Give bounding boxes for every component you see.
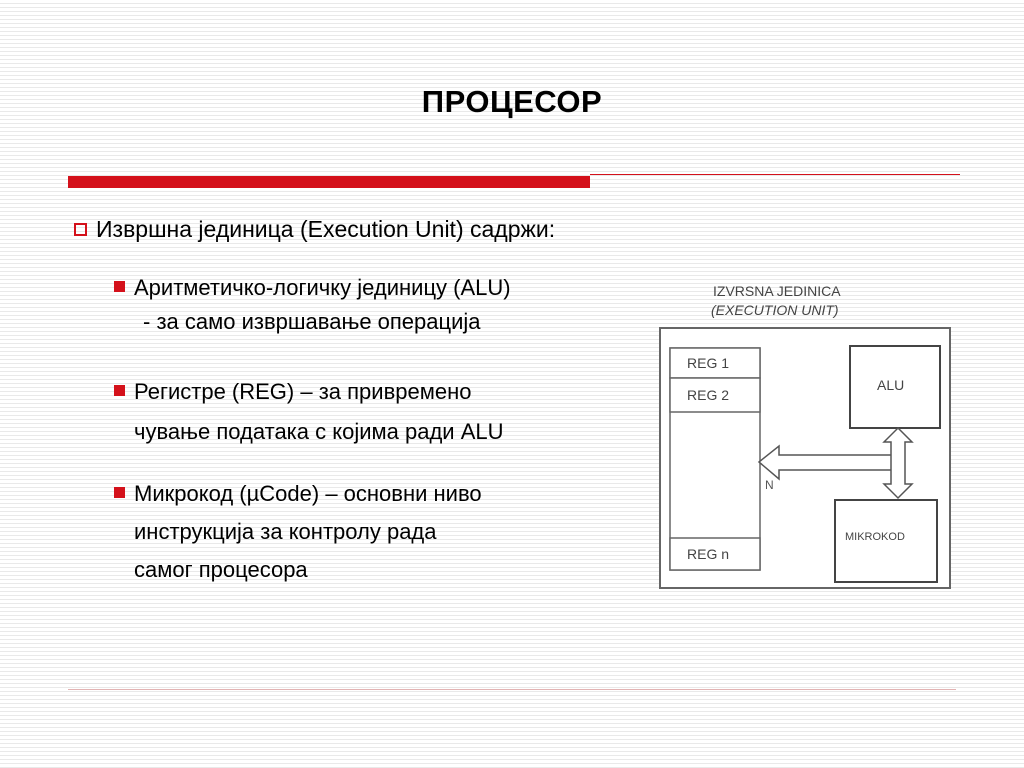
regn-label: REG n bbox=[687, 546, 729, 562]
hollow-square-bullet-icon bbox=[74, 223, 87, 236]
diagram-heading-line-2: (EXECUTION UNIT) bbox=[711, 302, 839, 318]
bullet-reg: Регистре (REG) – за привремено чување по… bbox=[114, 372, 504, 452]
microcode-label: MIKROKOD bbox=[845, 531, 905, 543]
bullet-reg-line-1: Регистре (REG) – за привремено bbox=[134, 379, 472, 404]
bullet-reg-line-2: чување података с којима ради ALU bbox=[134, 419, 504, 444]
filled-square-bullet-icon bbox=[114, 281, 125, 292]
bullet-alu-line-1: Аритметичко-логичку јединицу (ALU) bbox=[134, 275, 511, 300]
diagram-heading-line-1: IZVRSNA JEDINICA bbox=[713, 283, 841, 299]
regn-box bbox=[669, 537, 761, 571]
alu-box bbox=[849, 345, 941, 429]
filled-square-bullet-icon bbox=[114, 385, 125, 396]
alu-label: ALU bbox=[877, 377, 904, 393]
reg2-label: REG 2 bbox=[687, 387, 729, 403]
reg2-box bbox=[669, 377, 761, 413]
bullet-alu: Аритметичко-логичку јединицу (ALU) - за … bbox=[114, 268, 511, 342]
execution-unit-diagram: IZVRSNA JEDINICA (EXECUTION UNIT) REG 1 … bbox=[659, 283, 951, 589]
bus-label: N bbox=[765, 478, 774, 492]
alu-microcode-arrow bbox=[882, 426, 914, 500]
microcode-box bbox=[834, 499, 938, 583]
title-underline-thick bbox=[68, 176, 590, 188]
bullet-microcode-line-2: инструкција за контролу рада bbox=[134, 519, 437, 544]
bullet-microcode-line-1: Микрокод (µCode) – основни ниво bbox=[134, 481, 482, 506]
slide-title: ПРОЦЕСОР bbox=[421, 84, 603, 119]
bottom-divider bbox=[68, 689, 956, 690]
bullet-alu-line-2: - за само извршавање операција bbox=[143, 309, 481, 334]
title-underline-thin bbox=[590, 174, 960, 175]
filled-square-bullet-icon bbox=[114, 487, 125, 498]
bullet-microcode-line-3: самог процесора bbox=[134, 557, 308, 582]
bullet-microcode: Микрокод (µCode) – основни ниво инструкц… bbox=[114, 474, 482, 590]
reg1-label: REG 1 bbox=[687, 355, 729, 371]
intro-text: Извршна јединица (Execution Unit) садржи… bbox=[96, 216, 556, 242]
intro-bullet: Извршна јединица (Execution Unit) садржи… bbox=[74, 213, 555, 245]
